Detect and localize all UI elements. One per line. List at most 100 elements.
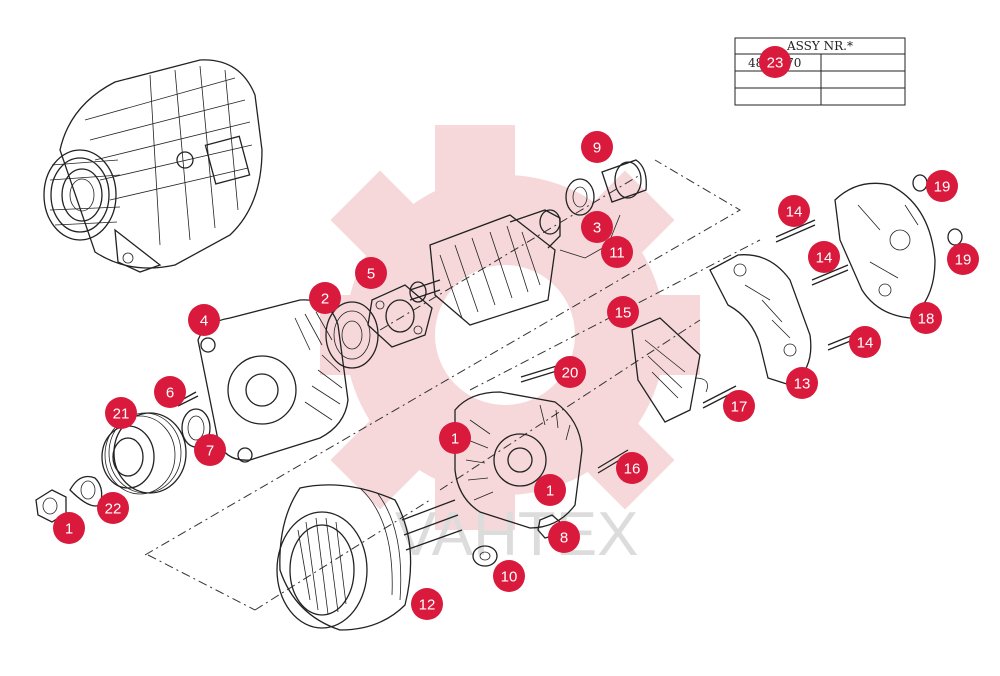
callout-circle xyxy=(616,452,648,484)
callout-circle xyxy=(548,521,580,553)
callout-c17: 17 xyxy=(723,390,755,422)
callout-label: 5 xyxy=(367,266,375,283)
rectifier-bridge xyxy=(709,254,812,386)
callout-circle xyxy=(778,195,810,227)
callout-circle xyxy=(910,302,942,334)
callout-circle xyxy=(53,512,85,544)
callout-label: 11 xyxy=(609,245,625,262)
callout-c19a: 19 xyxy=(926,170,958,202)
callout-c1b: 1 xyxy=(439,422,471,454)
callout-label: 16 xyxy=(624,461,641,478)
callout-c16: 16 xyxy=(616,452,648,484)
callout-label: 3 xyxy=(593,220,601,237)
rear-cover xyxy=(834,182,936,319)
callout-c20: 20 xyxy=(554,356,586,388)
rotor xyxy=(409,209,561,326)
callout-label: 14 xyxy=(857,335,874,352)
callout-label: 14 xyxy=(786,204,803,221)
callout-circle xyxy=(194,434,226,466)
callout-c22: 22 xyxy=(97,492,129,524)
spring-washer xyxy=(69,475,103,507)
front-bracket xyxy=(197,299,349,463)
callout-label: 13 xyxy=(794,376,811,393)
stator xyxy=(276,484,463,631)
callout-label: 1 xyxy=(546,483,554,500)
callout-circle xyxy=(309,282,341,314)
callout-c8: 8 xyxy=(548,521,580,553)
alternator-assembly xyxy=(43,59,263,273)
callout-circle xyxy=(849,326,881,358)
callout-label: 23 xyxy=(767,55,784,72)
callout-markers: 1112345678910111213141414151617181919202… xyxy=(53,46,979,620)
assembly-table: ASSY NR.* 4892370 xyxy=(734,37,906,106)
callout-c1c: 1 xyxy=(534,474,566,506)
callout-label: 21 xyxy=(113,406,130,423)
callout-label: 7 xyxy=(206,443,214,460)
callout-c21: 21 xyxy=(105,397,137,429)
callout-label: 2 xyxy=(321,291,329,308)
callout-label: 6 xyxy=(166,385,174,402)
callout-c13: 13 xyxy=(786,367,818,399)
callout-label: 4 xyxy=(200,313,208,330)
callout-c14a: 14 xyxy=(778,195,810,227)
watermark-gear-hole xyxy=(435,265,575,405)
callout-c15: 15 xyxy=(607,296,639,328)
callout-c7: 7 xyxy=(194,434,226,466)
callout-label: 14 xyxy=(816,250,833,267)
callout-c1a: 1 xyxy=(53,512,85,544)
callout-c11: 11 xyxy=(601,236,633,268)
cover-nut-bottom xyxy=(947,228,963,246)
callout-circle xyxy=(411,588,443,620)
callout-circle xyxy=(926,170,958,202)
bearing-rear xyxy=(565,178,595,216)
callout-label: 18 xyxy=(918,311,935,328)
callout-label: 1 xyxy=(65,521,73,538)
callout-label: 10 xyxy=(501,569,518,586)
callout-circle xyxy=(439,422,471,454)
callout-c5: 5 xyxy=(355,257,387,289)
callout-c3: 3 xyxy=(581,211,613,243)
callout-c14b: 14 xyxy=(808,241,840,273)
assembly-axis-lines xyxy=(144,159,761,611)
callout-circle xyxy=(534,474,566,506)
callout-c18: 18 xyxy=(910,302,942,334)
callout-circle xyxy=(607,296,639,328)
callout-circle xyxy=(97,492,129,524)
callout-circle xyxy=(188,304,220,336)
callout-label: 22 xyxy=(105,501,122,518)
callout-label: 15 xyxy=(615,305,632,322)
callout-c2: 2 xyxy=(309,282,341,314)
callout-c12: 12 xyxy=(411,588,443,620)
callout-label: 17 xyxy=(731,399,748,416)
callout-circle xyxy=(581,211,613,243)
callout-label: 20 xyxy=(562,365,579,382)
callout-circle xyxy=(581,131,613,163)
callout-label: 19 xyxy=(955,252,972,269)
nut-10 xyxy=(472,545,498,567)
callout-c4: 4 xyxy=(188,304,220,336)
voltage-regulator xyxy=(631,317,708,423)
assembly-table-header: ASSY NR.* xyxy=(786,39,853,53)
callout-c10: 10 xyxy=(493,560,525,592)
callout-c9: 9 xyxy=(581,131,613,163)
callout-label: 9 xyxy=(593,140,601,157)
callout-label: 19 xyxy=(934,179,951,196)
callout-circle xyxy=(723,390,755,422)
cover-nut-top xyxy=(912,174,928,192)
callout-circle xyxy=(601,236,633,268)
callout-circle xyxy=(947,243,979,275)
watermark-text: VAHTEX xyxy=(395,500,638,569)
callout-circle xyxy=(154,376,186,408)
screw-14-middle xyxy=(811,264,849,286)
callout-circle xyxy=(759,46,791,78)
callout-label: 8 xyxy=(560,530,568,547)
callout-c19b: 19 xyxy=(947,243,979,275)
callout-c14c: 14 xyxy=(849,326,881,358)
callout-label: 12 xyxy=(419,597,436,614)
callout-circle xyxy=(554,356,586,388)
bearing-retainer-plate xyxy=(367,284,433,348)
rotor-lead-wire xyxy=(559,214,621,259)
screw-14-top xyxy=(775,219,816,243)
callout-label: 1 xyxy=(451,431,459,448)
